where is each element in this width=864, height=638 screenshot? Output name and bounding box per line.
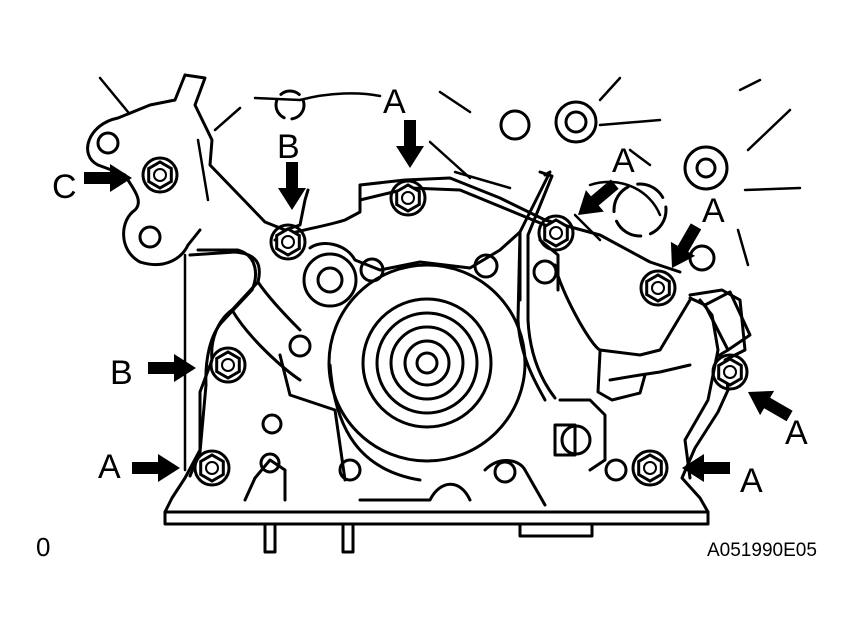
callout-arrow (396, 120, 424, 168)
callout-arrow (148, 354, 196, 382)
bolt-head (639, 269, 677, 307)
lever-rod (526, 170, 557, 400)
bolt-head (389, 179, 427, 217)
callout-c4: A (612, 142, 635, 180)
arrow-group (84, 120, 793, 482)
callout-c6: B (110, 354, 133, 392)
bolt-head (711, 353, 749, 391)
callout-c9: A (740, 462, 763, 500)
corner-mark: 0 (36, 532, 50, 562)
callout-c1: A (383, 83, 406, 121)
bolt-group (141, 156, 749, 487)
bolt-head (631, 449, 669, 487)
upper-bracket (86, 73, 310, 267)
bolt-head (537, 214, 575, 252)
callout-labels: A B C A A B A A A (52, 83, 808, 500)
pump-rotor (327, 263, 527, 482)
relief-valve-housing (688, 290, 752, 358)
figure-code: A051990E05 (707, 540, 817, 561)
callout-arrow (578, 179, 619, 215)
callout-c8: A (785, 414, 808, 452)
callout-arrow (670, 223, 702, 268)
pump-body-outline (163, 176, 747, 514)
callout-c2: B (277, 128, 300, 166)
callout-arrow (748, 390, 793, 422)
bolt-head (141, 156, 179, 194)
callout-arrow (682, 454, 730, 482)
bolt-head (269, 223, 307, 261)
background-circles (274, 89, 729, 272)
body-holes (259, 252, 628, 484)
callout-c3: C (52, 168, 77, 206)
callout-arrow (278, 162, 306, 210)
callout-c5: A (702, 192, 725, 230)
bottom-flange (163, 510, 710, 554)
bolt-head (193, 449, 231, 487)
callout-c7: A (98, 448, 121, 486)
callout-arrow (84, 164, 132, 192)
bolt-head (209, 346, 247, 384)
callout-arrow (132, 454, 180, 482)
